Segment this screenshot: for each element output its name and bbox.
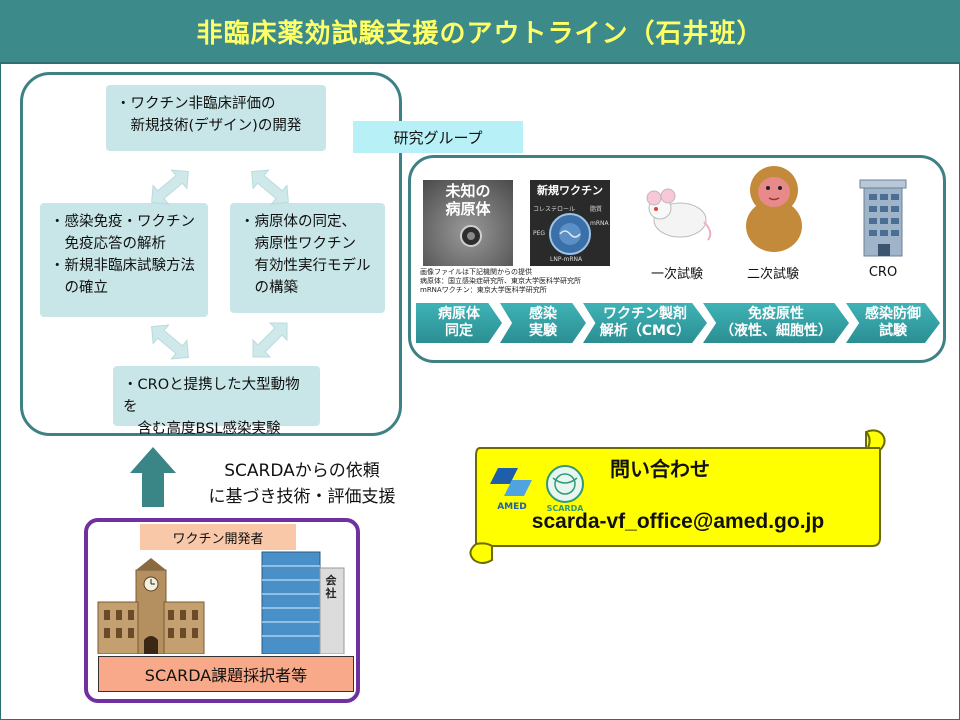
scarda-awardee-label: SCARDA課題採択者等 — [98, 656, 354, 692]
vaccine-label-peg: PEG — [533, 230, 546, 237]
lnp-particle-icon — [549, 213, 591, 255]
cycle-arrows — [151, 169, 289, 360]
caption-cro: CRO — [868, 265, 898, 280]
topic-pathogen-model: ・病原体の同定、 病原性ワクチン 有効性実行モデル の構築 — [230, 203, 385, 313]
support-up-arrow-icon — [130, 447, 176, 507]
caption-primary-test: 一次試験 — [650, 267, 703, 282]
flow-step-immunogenicity: 免疫原性 （液性、細胞性） — [703, 303, 849, 343]
cycle-arrow-bottom-right — [252, 322, 288, 358]
pathogen-image-text: 未知の 病原体 — [445, 182, 491, 218]
vaccine-image-text: 新規ワクチン — [537, 184, 603, 197]
cycle-arrow-top-right — [251, 169, 289, 205]
image-source-note: 画像ファイルは下記機関からの提供 病原体：国立感染症研究所、東京大学医科学研究所… — [420, 268, 581, 294]
flow-step-pathogen-identification: 病原体 同定 — [416, 303, 502, 343]
scarda-logo-text: SCARDA — [546, 504, 584, 513]
mouse-icon — [646, 188, 712, 241]
vaccine-label-mrna: mRNA — [590, 220, 609, 227]
research-group-label: 研究グループ — [353, 121, 523, 153]
header-divider — [0, 62, 960, 64]
topic-immune-analysis: ・感染免疫・ワクチン 免疫応答の解析 ・新規非臨床試験方法 の確立 — [40, 203, 208, 317]
topic-cro-bsl: ・CROと提携した大型動物を 含む高度BSL感染実験 — [113, 366, 320, 437]
cycle-arrow-bottom-left — [151, 324, 189, 360]
amed-logo-text: AMED — [497, 502, 527, 512]
vaccine-image: 新規ワクチン コレステロール 脂質 mRNA PEG LNP-mRNA — [530, 180, 610, 266]
company-sign: 会 社 — [325, 574, 337, 600]
page-title: 非臨床薬効試験支援のアウトライン（石井班） — [0, 0, 960, 62]
monkey-icon — [746, 166, 802, 252]
university-building-icon — [97, 558, 205, 654]
vaccine-developers-label: ワクチン開発者 — [140, 524, 296, 550]
topic-new-technology: ・ワクチン非臨床評価の 新規技術(デザイン)の開発 — [106, 85, 326, 151]
contact-scroll — [469, 429, 886, 564]
scarda-request-text: SCARDAからの依頼 に基づき技術・評価支援 — [208, 461, 396, 507]
flow-step-infection-experiment: 感染 実験 — [500, 303, 586, 343]
cro-building-icon — [859, 179, 907, 257]
vaccine-label-cholesterol: コレステロール — [533, 206, 576, 213]
pathogen-image: 未知の 病原体 — [423, 180, 513, 266]
scarda-logo-icon — [546, 465, 584, 503]
cycle-arrow-top-left — [151, 169, 189, 205]
flow-step-infection-protection: 感染防御 試験 — [846, 303, 940, 343]
vaccine-label-lipid: 脂質 — [590, 206, 603, 213]
contact-title: 問い合わせ — [610, 457, 710, 481]
contact-email[interactable]: scarda-vf_office@amed.go.jp — [531, 510, 825, 533]
caption-secondary-test: 二次試験 — [746, 267, 799, 282]
flow-step-vaccine-cmc: ワクチン製剤 解析（CMC） — [583, 303, 707, 343]
amed-logo-icon — [490, 468, 532, 496]
virus-particle-icon — [460, 225, 482, 247]
vaccine-label-lnp: LNP-mRNA — [550, 256, 583, 263]
company-building-icon — [261, 551, 345, 654]
